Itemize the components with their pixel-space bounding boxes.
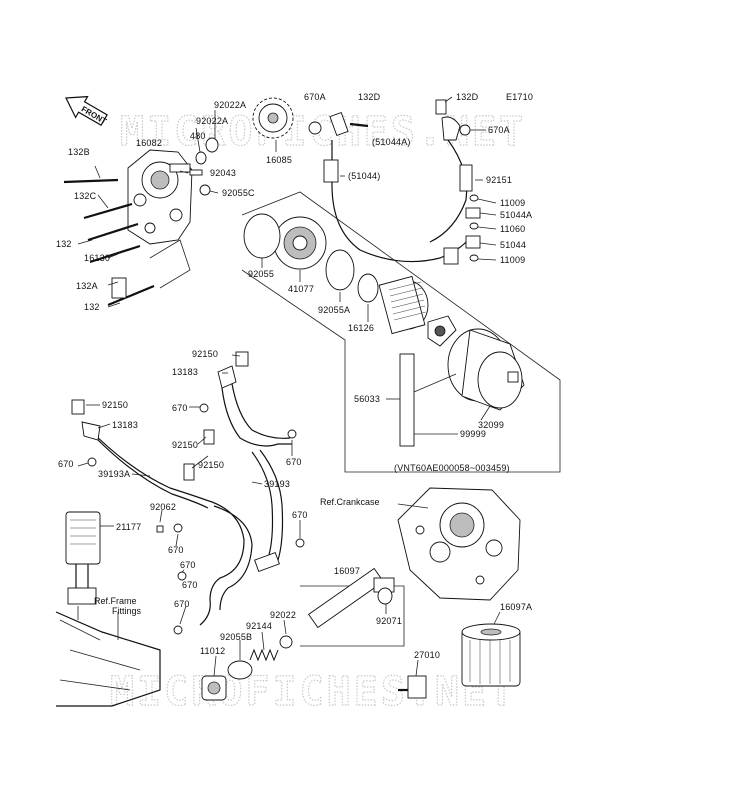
part-label: 92055B (220, 632, 252, 642)
part-label: 16097 (334, 566, 360, 576)
part-label: 51044 (500, 240, 526, 250)
crankcase-group (397, 487, 521, 601)
front-arrow-icon: FRONT (65, 95, 108, 126)
part-label: 670 (58, 459, 74, 469)
part-label: (51044) (348, 171, 380, 181)
watermark-bottom: MICROFICHES.NET (110, 669, 516, 715)
part-label: 92055A (318, 305, 350, 315)
part-label: 92151 (486, 175, 512, 185)
oil-pump-group (63, 97, 294, 308)
part-label: 92062 (150, 502, 176, 512)
part-label: 670 (172, 403, 188, 413)
part-label: 132D (456, 92, 479, 102)
part-label: 132A (76, 281, 98, 291)
part-label: 16097A (500, 602, 532, 612)
part-label: 92071 (376, 616, 402, 626)
part-label: 11009 (500, 255, 525, 265)
relief-valve-group (201, 567, 521, 701)
part-label: 670 (174, 599, 190, 609)
part-label: 16130 (84, 253, 110, 263)
part-label: 670 (286, 457, 302, 467)
part-label: 132D (358, 92, 381, 102)
part-label: 11060 (500, 224, 525, 234)
part-label: 92150 (172, 440, 198, 450)
oil-filter-kit-group (241, 191, 561, 473)
part-label: 670 (168, 545, 184, 555)
part-label: 92043 (210, 168, 236, 178)
part-label: 670A (304, 92, 326, 102)
part-label: 132B (68, 147, 90, 157)
part-label: 670 (180, 560, 196, 570)
ref-frame-note: Ref.Frame (94, 596, 137, 606)
part-label: 21177 (116, 522, 141, 532)
part-label: 39193A (98, 469, 130, 479)
part-label: 670 (292, 510, 308, 520)
part-label: 132C (74, 191, 97, 201)
part-label: 480 (190, 131, 206, 141)
diagram-code: E1710 (506, 92, 533, 102)
part-label: 92150 (102, 400, 128, 410)
fittings-note: Fittings (112, 606, 142, 616)
part-label: 92022 (270, 610, 296, 620)
part-label: 13183 (172, 367, 198, 377)
part-label: 132 (84, 302, 100, 312)
oil-hose-group (71, 351, 305, 635)
part-label: 670 (182, 580, 198, 590)
part-label: 92150 (192, 349, 218, 359)
part-label: (51044A) (372, 137, 411, 147)
part-label: 92144 (246, 621, 272, 631)
oil-pipe-group (308, 96, 497, 265)
part-label: 41077 (288, 284, 314, 294)
part-label: 92022A (214, 100, 246, 110)
part-label: 32099 (478, 420, 504, 430)
serial-range-note: (VNT60AE000058~003459) (394, 463, 510, 473)
part-label: 13183 (112, 420, 138, 430)
part-label: 16085 (266, 155, 292, 165)
ref-crankcase-note: Ref.Crankcase (320, 497, 380, 507)
part-label: 16082 (136, 138, 162, 148)
part-label: 11012 (200, 646, 225, 656)
part-label: 132 (56, 239, 72, 249)
part-label: 16126 (348, 323, 374, 333)
part-label: 92022A (196, 116, 228, 126)
part-label: 27010 (414, 650, 440, 660)
part-label: 92150 (198, 460, 224, 470)
part-label: 670A (488, 125, 510, 135)
part-label: 99999 (460, 429, 486, 439)
part-label: 56033 (354, 394, 380, 404)
part-label: 92055 (248, 269, 274, 279)
sensor-and-frame-group (55, 511, 161, 707)
part-label: 92055C (222, 188, 255, 198)
part-label: 39193 (264, 479, 290, 489)
part-label: 11009 (500, 198, 525, 208)
part-label: 51044A (500, 210, 532, 220)
